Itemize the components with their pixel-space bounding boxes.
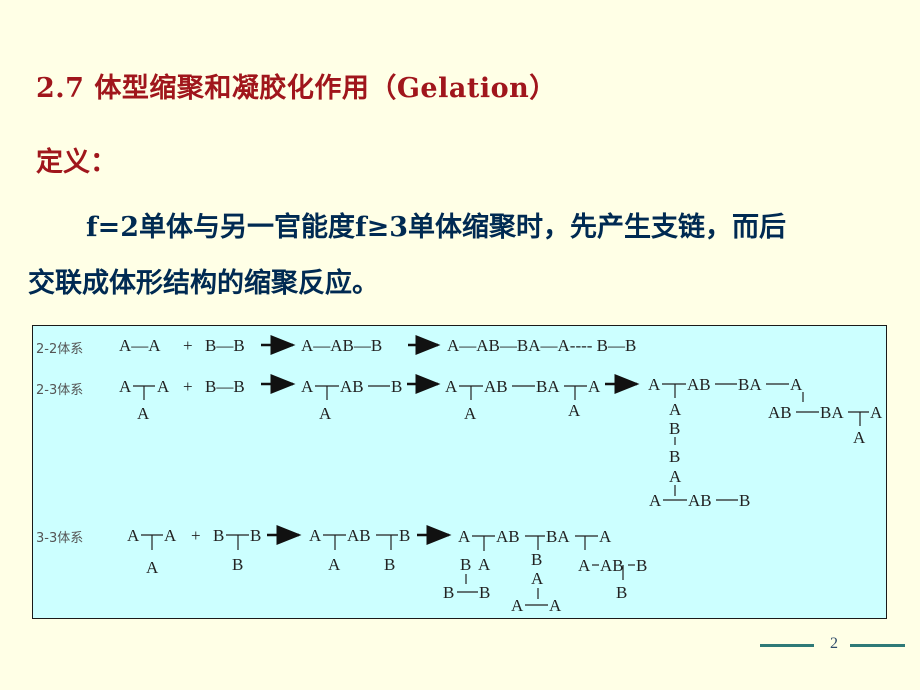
svg-text:A: A (146, 558, 159, 577)
row3-network: A AB BA A B A B B B A A A A AB B (443, 527, 647, 615)
svg-text:A: A (599, 527, 612, 546)
svg-text:AB: AB (688, 491, 712, 510)
svg-text:A: A (511, 596, 524, 615)
svg-text:A: A (464, 404, 477, 423)
svg-text:A: A (319, 404, 332, 423)
svg-text:A: A (648, 375, 661, 394)
row1-label: 2-2体系 (36, 342, 83, 357)
footer-line-right (850, 644, 905, 647)
svg-text:BA: BA (536, 377, 560, 396)
slide-title: 2.7 体型缩聚和凝胶化作用（Gelation） (36, 73, 557, 104)
svg-text:B: B (250, 526, 261, 545)
row3-reactant1: A A A (127, 526, 177, 577)
svg-text:A: A (669, 400, 682, 419)
svg-text:AB: AB (347, 526, 371, 545)
svg-text:A: A (790, 375, 803, 394)
row2-plus: + (183, 377, 193, 396)
svg-text:A: A (157, 377, 170, 396)
definition-label: 定义： (36, 147, 117, 178)
svg-text:A: A (549, 596, 562, 615)
svg-text:A: A (669, 467, 682, 486)
svg-text:B: B (616, 583, 627, 602)
svg-text:A: A (137, 404, 150, 423)
row1-reactant2: B—B (205, 336, 245, 355)
svg-text:B: B (531, 550, 542, 569)
row3-reactant2: B B B (213, 526, 261, 574)
svg-text:AB: AB (496, 527, 520, 546)
row1-product1: A—AB—B (301, 336, 382, 355)
svg-text:A: A (127, 526, 140, 545)
svg-text:B: B (479, 583, 490, 602)
polymerization-diagram: 2-2体系 A—A + B—B A—AB—B A—AB—BA—A---- B—B… (32, 325, 887, 619)
svg-text:A: A (458, 527, 471, 546)
svg-text:A: A (853, 428, 866, 447)
row2-product1: A AB B A (301, 377, 402, 423)
svg-text:BA: BA (546, 527, 570, 546)
svg-text:A: A (119, 377, 132, 396)
svg-text:B: B (391, 377, 402, 396)
row2-network: A AB BA A A B B A A AB B AB BA A (648, 375, 883, 510)
row3-label: 3-3体系 (36, 531, 83, 546)
svg-text:B: B (384, 555, 395, 574)
svg-text:A: A (445, 377, 458, 396)
row1-product2: A—AB—BA—A---- B—B (447, 336, 636, 355)
svg-text:B: B (669, 419, 680, 438)
svg-text:AB: AB (768, 403, 792, 422)
svg-text:B: B (399, 526, 410, 545)
svg-text:A: A (301, 377, 314, 396)
paragraph-line-2: 交联成体形结构的缩聚反应。 (28, 268, 379, 299)
svg-text:A: A (588, 377, 601, 396)
svg-text:A: A (164, 526, 177, 545)
svg-text:A: A (578, 556, 591, 575)
svg-text:AB: AB (484, 377, 508, 396)
footer-line-left (760, 644, 814, 647)
svg-text:B: B (636, 556, 647, 575)
svg-text:B: B (213, 526, 224, 545)
svg-text:B: B (460, 555, 471, 574)
svg-text:A: A (568, 401, 581, 420)
row2-label: 2-3体系 (36, 383, 83, 398)
paragraph-line-1: f=2单体与另一官能度f≥3单体缩聚时，先产生支链，而后 (86, 212, 787, 243)
row2-product2: A AB BA A A A (445, 377, 601, 423)
svg-text:B: B (739, 491, 750, 510)
svg-text:BA: BA (820, 403, 844, 422)
row2-reactant1: A A A (119, 377, 170, 423)
svg-text:A: A (531, 569, 544, 588)
svg-text:B: B (232, 555, 243, 574)
definition-paragraph: f=2单体与另一官能度f≥3单体缩聚时，先产生支链，而后 交联成体形结构的缩聚反… (28, 200, 888, 312)
row3-plus: + (191, 526, 201, 545)
row1-reactant1: A—A (119, 336, 161, 355)
svg-text:AB: AB (687, 375, 711, 394)
svg-text:B: B (443, 583, 454, 602)
page-number: 2 (830, 635, 838, 652)
row2-reactant2: B—B (205, 377, 245, 396)
svg-text:AB: AB (340, 377, 364, 396)
svg-text:BA: BA (738, 375, 762, 394)
svg-text:A: A (478, 555, 491, 574)
svg-text:A: A (870, 403, 883, 422)
row3-product1: A AB B A B (309, 526, 410, 574)
svg-text:A: A (309, 526, 322, 545)
row1-plus: + (183, 336, 193, 355)
svg-text:A: A (328, 555, 341, 574)
svg-text:A: A (649, 491, 662, 510)
diagram-canvas: 2-2体系 A—A + B—B A—AB—B A—AB—BA—A---- B—B… (36, 335, 883, 615)
svg-text:AB: AB (600, 556, 624, 575)
svg-text:B: B (669, 447, 680, 466)
